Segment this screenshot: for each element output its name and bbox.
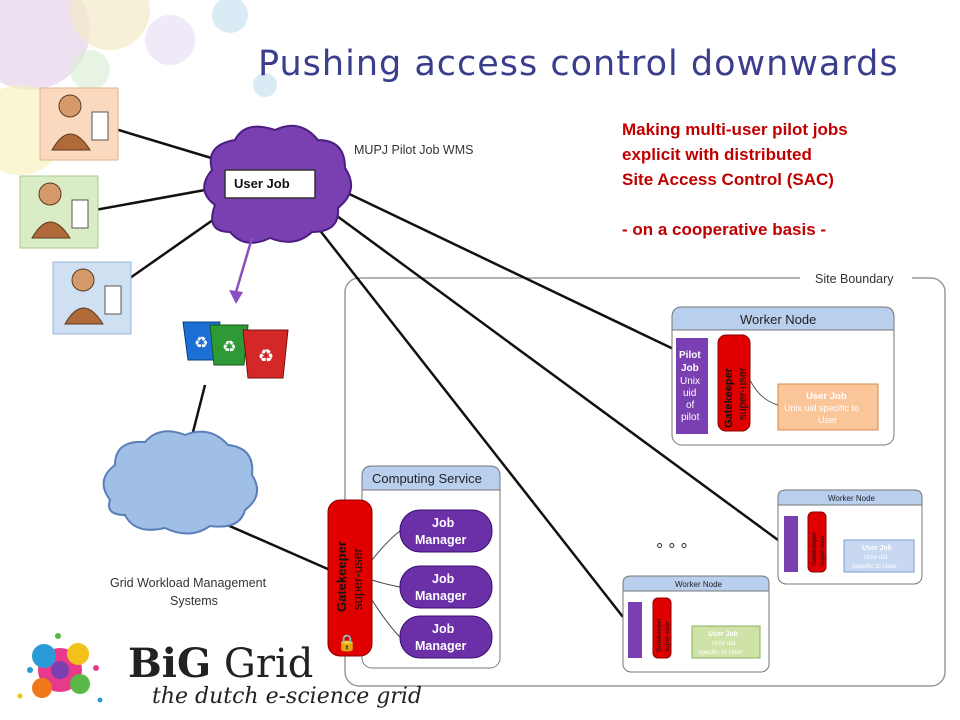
svg-text:Manager: Manager: [415, 639, 467, 653]
job-manager-3: Job Manager: [399, 615, 493, 659]
wms-user-job-label: User Job: [234, 176, 290, 191]
worker-node-right: Worker Node Gatekeeper super-user User J…: [777, 489, 923, 585]
job-manager-1: Job Manager: [399, 509, 493, 553]
svg-text:Job: Job: [432, 622, 455, 636]
svg-text:of: of: [686, 400, 695, 411]
svg-text:Unix uid: Unix uid: [712, 640, 736, 647]
svg-text:super-user: super-user: [737, 367, 749, 420]
cs-gatekeeper: Gatekeeper super-user 🔒: [327, 499, 373, 657]
svg-text:Unix uid: Unix uid: [864, 554, 888, 561]
svg-text:super-user: super-user: [664, 620, 671, 652]
ellipsis: ° ° °: [656, 540, 688, 560]
grid-wms-label-1: Grid Workload Management: [110, 576, 267, 590]
user-icon-3: [52, 261, 132, 335]
svg-text:Job: Job: [432, 516, 455, 530]
page-title: Pushing access control downwards: [258, 44, 899, 84]
svg-text:Worker Node: Worker Node: [675, 580, 723, 589]
svg-text:♻: ♻: [222, 339, 236, 356]
puzzle-background-decoration: [0, 0, 277, 175]
svg-text:specific to User: specific to User: [852, 563, 897, 570]
svg-text:User: User: [818, 415, 837, 425]
svg-text:User Job: User Job: [708, 631, 738, 638]
grid-wms-label-2: Systems: [170, 594, 218, 608]
svg-text:Manager: Manager: [415, 533, 467, 547]
svg-text:Pilot: Pilot: [679, 350, 701, 361]
svg-text:Worker Node: Worker Node: [740, 312, 816, 327]
user-icon-1: [39, 87, 119, 161]
svg-text:Gatekeeper: Gatekeeper: [723, 367, 735, 428]
logo-tagline: the dutch e-science grid: [152, 684, 422, 709]
lock-icon: 🔒: [337, 634, 357, 652]
svg-text:♻: ♻: [258, 346, 274, 366]
svg-text:uid: uid: [683, 388, 696, 399]
svg-text:specific to User: specific to User: [698, 649, 743, 656]
svg-text:♻: ♻: [194, 335, 208, 352]
svg-text:Gatekeeper: Gatekeeper: [334, 541, 349, 612]
site-boundary-label: Site Boundary: [815, 272, 894, 286]
explanation-note: Making multi-user pilot jobs explicit wi…: [622, 120, 848, 239]
worker-node-bottom: Worker Node Gatekeeper super-user User J…: [622, 575, 770, 673]
wms-cloud: User Job: [203, 124, 353, 244]
svg-text:Gatekeeper: Gatekeeper: [811, 531, 818, 566]
svg-text:Gatekeeper: Gatekeeper: [656, 617, 663, 652]
svg-text:Unix: Unix: [680, 376, 700, 387]
arrow-down-icon: [229, 237, 254, 304]
svg-text:super-user: super-user: [350, 547, 365, 610]
job-manager-2: Job Manager: [399, 565, 493, 609]
grid-cloud: [102, 430, 259, 535]
user-icon-2: [19, 175, 99, 249]
svg-text:Job: Job: [681, 363, 699, 374]
logo-brand: BiG Grid: [128, 640, 314, 687]
svg-text:User Job: User Job: [806, 391, 847, 402]
svg-text:Manager: Manager: [415, 589, 467, 603]
connection-lines: [94, 126, 779, 618]
svg-text:Worker Node: Worker Node: [828, 494, 876, 503]
computing-service-title: Computing Service: [372, 471, 482, 486]
svg-text:super-user: super-user: [819, 534, 826, 566]
svg-text:pilot: pilot: [681, 412, 700, 423]
wms-label: MUPJ Pilot Job WMS: [354, 143, 473, 157]
big-grid-logo-icon: [17, 633, 103, 703]
svg-text:Unix uid specific to: Unix uid specific to: [784, 403, 859, 413]
svg-text:Job: Job: [432, 572, 455, 586]
site-boundary: [344, 277, 946, 687]
recycle-bins-icon: ♻ ♻ ♻: [182, 321, 289, 379]
worker-node-main: Worker Node Pilot Job Unix uid of pilot …: [671, 306, 895, 446]
svg-text:User Job: User Job: [862, 545, 892, 552]
